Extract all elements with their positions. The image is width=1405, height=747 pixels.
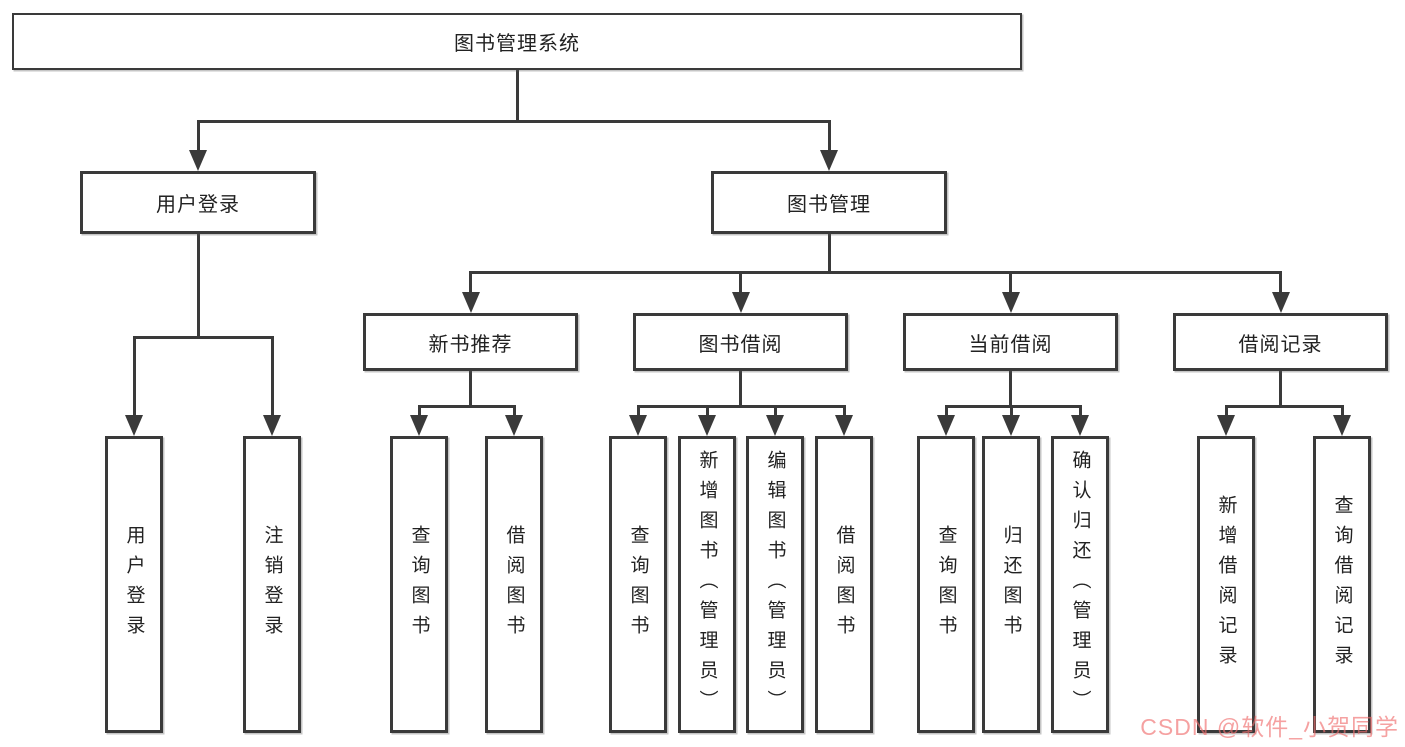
connector-drop-leaf-cb-query bbox=[944, 405, 948, 418]
connector-stem-borrow-records bbox=[1279, 371, 1282, 408]
node-borrow-records: 借阅记录 bbox=[1173, 313, 1388, 371]
connector-bar-new-book-rec bbox=[417, 405, 516, 408]
arrowhead-new-book-rec bbox=[461, 292, 480, 313]
node-leaf-bb-borrow: 借阅图书 bbox=[815, 436, 873, 733]
node-label-leaf-bb-borrow: 借阅图书 bbox=[833, 524, 855, 645]
connector-drop-leaf-user-login bbox=[132, 336, 136, 418]
arrowhead-leaf-nb-borrow bbox=[505, 415, 523, 436]
connector-drop-leaf-cb-return bbox=[1009, 405, 1013, 418]
connector-drop-leaf-br-query bbox=[1340, 405, 1344, 418]
connector-drop-leaf-logout bbox=[270, 336, 274, 418]
connector-drop-borrow-records bbox=[1279, 271, 1282, 295]
node-leaf-br-query: 查询借阅记录 bbox=[1313, 436, 1371, 733]
csdn-watermark: CSDN @软件_小贺同学 bbox=[1140, 714, 1399, 740]
node-leaf-br-add: 新增借阅记录 bbox=[1197, 436, 1255, 733]
connector-drop-leaf-bb-borrow bbox=[842, 405, 846, 418]
arrowhead-leaf-bb-borrow bbox=[835, 415, 853, 436]
connector-stem-user-login bbox=[196, 234, 200, 339]
node-label-leaf-logout: 注销登录 bbox=[261, 524, 283, 645]
arrowhead-leaf-cb-query bbox=[937, 415, 955, 436]
node-label-leaf-bb-query: 查询图书 bbox=[627, 524, 649, 645]
connector-stem-book-borrow bbox=[739, 371, 742, 408]
connector-bar-user-login bbox=[132, 336, 274, 339]
node-book-borrow: 图书借阅 bbox=[633, 313, 848, 371]
node-label-leaf-br-add: 新增借阅记录 bbox=[1215, 494, 1237, 675]
node-leaf-logout: 注销登录 bbox=[243, 436, 301, 733]
node-current-borrow: 当前借阅 bbox=[903, 313, 1118, 371]
node-leaf-cb-return: 归还图书 bbox=[982, 436, 1040, 733]
node-leaf-nb-query: 查询图书 bbox=[390, 436, 448, 733]
connector-drop-book-borrow bbox=[739, 271, 742, 295]
connector-stem-root bbox=[515, 70, 519, 123]
connector-drop-leaf-bb-edit bbox=[773, 405, 777, 418]
connector-bar-borrow-records bbox=[1224, 405, 1344, 408]
node-label-leaf-cb-confirm: 确认归还（管理员） bbox=[1069, 449, 1091, 720]
arrowhead-leaf-cb-confirm bbox=[1071, 415, 1089, 436]
node-label-book-mgmt: 图书管理 bbox=[787, 194, 871, 216]
node-label-leaf-user-login: 用户登录 bbox=[123, 524, 145, 645]
arrowhead-leaf-cb-return bbox=[1002, 415, 1020, 436]
connector-stem-book-mgmt bbox=[827, 234, 831, 274]
node-leaf-bb-query: 查询图书 bbox=[609, 436, 667, 733]
node-label-book-borrow: 图书借阅 bbox=[698, 333, 783, 356]
arrowhead-borrow-records bbox=[1271, 292, 1290, 313]
node-leaf-bb-add: 新增图书（管理员） bbox=[678, 436, 736, 733]
connector-bar-book-borrow bbox=[636, 405, 846, 408]
node-label-borrow-records: 借阅记录 bbox=[1238, 333, 1323, 356]
arrowhead-current-borrow bbox=[1001, 292, 1020, 313]
arrowhead-leaf-bb-query bbox=[629, 415, 647, 436]
connector-drop-leaf-nb-query bbox=[417, 405, 421, 418]
node-label-leaf-br-query: 查询借阅记录 bbox=[1331, 494, 1353, 675]
connector-bar-book-mgmt bbox=[469, 271, 1282, 274]
node-label-root: 图书管理系统 bbox=[454, 33, 580, 55]
connector-drop-leaf-bb-query bbox=[636, 405, 640, 418]
connector-bar-current-borrow bbox=[944, 405, 1082, 408]
arrowhead-leaf-logout bbox=[263, 415, 281, 436]
node-user-login: 用户登录 bbox=[80, 171, 316, 234]
connector-drop-current-borrow bbox=[1009, 271, 1012, 295]
node-book-mgmt: 图书管理 bbox=[711, 171, 947, 234]
connector-drop-new-book-rec bbox=[469, 271, 472, 295]
arrowhead-book-borrow bbox=[731, 292, 750, 313]
connector-drop-leaf-br-add bbox=[1224, 405, 1228, 418]
node-label-leaf-bb-edit: 编辑图书（管理员） bbox=[764, 449, 786, 720]
node-label-current-borrow: 当前借阅 bbox=[968, 333, 1053, 356]
arrowhead-leaf-br-add bbox=[1217, 415, 1235, 436]
connector-bar-root bbox=[196, 120, 831, 123]
node-leaf-bb-edit: 编辑图书（管理员） bbox=[746, 436, 804, 733]
node-label-leaf-nb-query: 查询图书 bbox=[408, 524, 430, 645]
node-new-book-rec: 新书推荐 bbox=[363, 313, 578, 371]
arrowhead-leaf-bb-edit bbox=[766, 415, 784, 436]
node-label-leaf-cb-return: 归还图书 bbox=[1000, 524, 1022, 645]
arrowhead-leaf-br-query bbox=[1333, 415, 1351, 436]
node-leaf-user-login: 用户登录 bbox=[105, 436, 163, 733]
connector-drop-user-login bbox=[196, 120, 200, 153]
connector-drop-leaf-nb-borrow bbox=[512, 405, 516, 418]
connector-stem-current-borrow bbox=[1009, 371, 1012, 408]
arrowhead-leaf-user-login bbox=[125, 415, 143, 436]
arrowhead-book-mgmt bbox=[820, 150, 838, 171]
node-leaf-nb-borrow: 借阅图书 bbox=[485, 436, 543, 733]
node-label-new-book-rec: 新书推荐 bbox=[428, 333, 513, 356]
node-label-leaf-cb-query: 查询图书 bbox=[935, 524, 957, 645]
connector-stem-new-book-rec bbox=[469, 371, 472, 408]
node-label-leaf-nb-borrow: 借阅图书 bbox=[503, 524, 525, 645]
arrowhead-leaf-bb-add bbox=[698, 415, 716, 436]
connector-drop-leaf-cb-confirm bbox=[1078, 405, 1082, 418]
node-leaf-cb-query: 查询图书 bbox=[917, 436, 975, 733]
node-label-user-login: 用户登录 bbox=[156, 194, 240, 216]
node-leaf-cb-confirm: 确认归还（管理员） bbox=[1051, 436, 1109, 733]
connector-drop-book-mgmt bbox=[827, 120, 831, 153]
arrowhead-leaf-nb-query bbox=[410, 415, 428, 436]
node-label-leaf-bb-add: 新增图书（管理员） bbox=[696, 449, 718, 720]
node-root: 图书管理系统 bbox=[12, 13, 1022, 70]
arrowhead-user-login bbox=[189, 150, 207, 171]
connector-drop-leaf-bb-add bbox=[705, 405, 709, 418]
